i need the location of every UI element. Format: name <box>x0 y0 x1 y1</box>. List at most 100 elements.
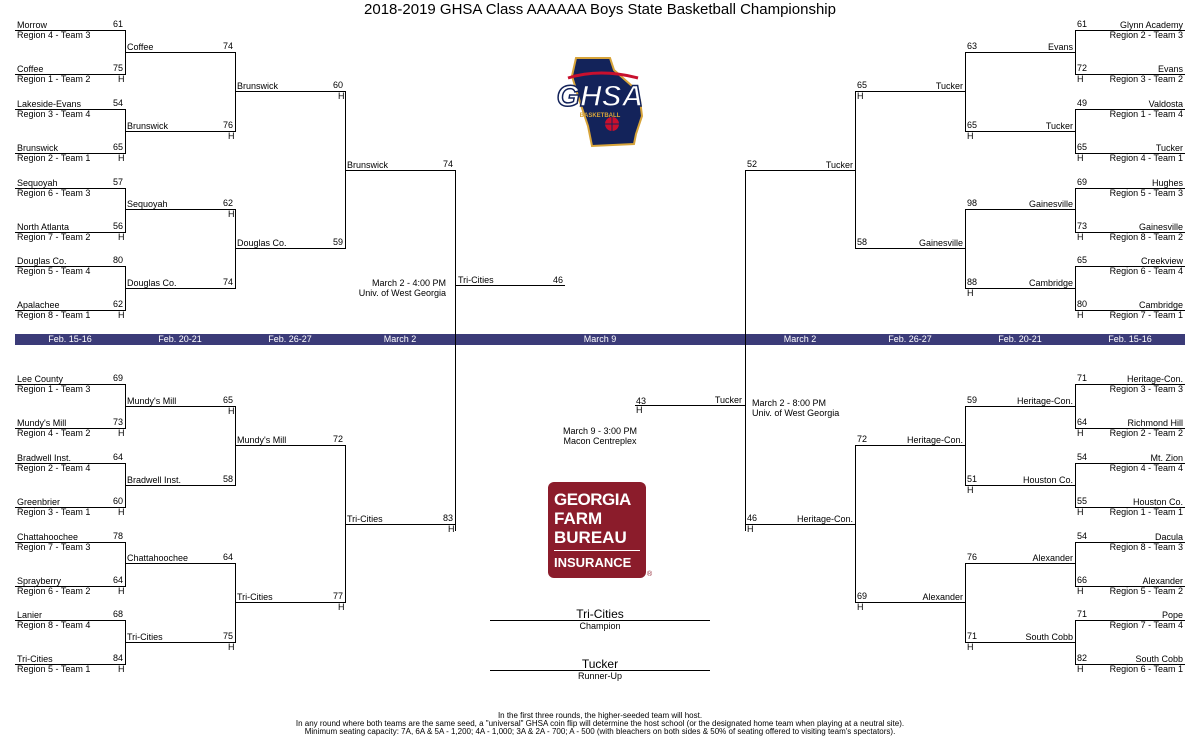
bracket-line <box>965 209 966 289</box>
r1-team-score: 66 <box>1077 575 1088 585</box>
r4-team-name: Tri-Cities <box>347 514 383 524</box>
champion-label: Champion <box>579 621 621 631</box>
bracket-line <box>1075 153 1185 154</box>
final-info-time: March 9 - 3:00 PM <box>562 426 638 436</box>
r3-team-score: 59 <box>333 237 344 247</box>
r3-team-name: Brunswick <box>237 81 279 91</box>
bracket-line <box>235 52 236 132</box>
bracket-line <box>15 463 125 464</box>
r2-team-score: 58 <box>223 474 234 484</box>
final-info-venue: Macon Centreplex <box>563 436 637 446</box>
team-seed: Region 8 - Team 4 <box>17 620 91 630</box>
bracket-line <box>965 209 1075 210</box>
r2-team-score: 64 <box>223 552 234 562</box>
bracket-line <box>125 406 235 407</box>
r2-team-score: 98 <box>967 198 978 208</box>
team-seed: Region 7 - Team 4 <box>1109 620 1183 630</box>
r1-team-score: 84 <box>113 653 124 663</box>
r1-team-name: Lee County <box>17 374 64 384</box>
bracket-line <box>1075 384 1185 385</box>
bracket-line <box>125 188 126 233</box>
r1-team-name: Greenbrier <box>17 497 61 507</box>
host-mark: H <box>1077 664 1084 674</box>
bracket-line <box>235 445 345 446</box>
r3-team-score: 72 <box>333 434 344 444</box>
bracket-line <box>345 524 455 525</box>
r3-team-score: 72 <box>857 434 868 444</box>
team-seed: Region 4 - Team 1 <box>1109 153 1183 163</box>
round-date-label: Feb. 26-27 <box>268 334 312 344</box>
bracket-line <box>15 384 125 385</box>
round-date-label: Feb. 20-21 <box>998 334 1042 344</box>
team-seed: Region 7 - Team 3 <box>17 542 91 552</box>
bracket-line <box>455 170 456 531</box>
round-date-label: March 9 <box>583 334 617 344</box>
team-seed: Region 5 - Team 1 <box>17 664 91 674</box>
bracket-line <box>15 664 125 665</box>
r1-team-score: 73 <box>1077 221 1088 231</box>
r1-team-score: 65 <box>1077 255 1088 265</box>
semi-right-winner-score: 43 <box>636 396 647 406</box>
bracket-line <box>965 563 966 643</box>
round-date-label: Feb. 20-21 <box>158 334 202 344</box>
bracket-line <box>235 406 236 486</box>
r2-team-name: Evans <box>1047 42 1073 52</box>
ghsa-logo-subtext: BASKETBALL <box>580 113 621 119</box>
team-seed: Region 2 - Team 1 <box>17 153 91 163</box>
r2-team-name: Coffee <box>127 42 154 52</box>
bracket-line <box>1075 188 1076 233</box>
host-mark: H <box>967 288 974 298</box>
team-seed: Region 6 - Team 3 <box>17 188 91 198</box>
runnerup-label: Runner-Up <box>577 671 623 681</box>
r1-team-name: Valdosta <box>1148 99 1183 109</box>
round-date-label: Feb. 15-16 <box>48 334 92 344</box>
r2-team-score: 65 <box>223 395 234 405</box>
r1-team-score: 69 <box>1077 177 1088 187</box>
r1-team-name: Heritage-Con. <box>1126 374 1183 384</box>
bracket-line <box>235 602 345 603</box>
sponsor-line-bureau: BUREAU <box>554 528 627 547</box>
r1-team-score: 56 <box>113 221 124 231</box>
bracket-line <box>1075 232 1185 233</box>
r3-team-score: 69 <box>857 591 868 601</box>
team-seed: Region 2 - Team 3 <box>1109 30 1183 40</box>
r2-team-name: Bradwell Inst. <box>127 475 182 485</box>
r1-team-score: 65 <box>1077 142 1088 152</box>
r1-team-name: Alexander <box>1142 576 1183 586</box>
host-mark: H <box>228 209 235 219</box>
bracket-line <box>235 209 236 289</box>
bracket-line <box>125 563 235 564</box>
r2-team-name: Alexander <box>1032 553 1073 563</box>
semi-left-info-venue: Univ. of West Georgia <box>358 288 446 298</box>
round-date-label: Feb. 15-16 <box>1108 334 1152 344</box>
r3-team-score: 65 <box>857 80 868 90</box>
host-mark: H <box>228 131 235 141</box>
bracket-line <box>745 170 855 171</box>
r1-team-name: Apalachee <box>17 300 60 310</box>
r1-team-name: Mundy's Mill <box>17 418 67 428</box>
page-title: 2018-2019 GHSA Class AAAAAA Boys State B… <box>364 1 836 18</box>
r1-team-name: Houston Co. <box>1132 497 1183 507</box>
note-line-1: In the first three rounds, the higher-se… <box>497 711 703 720</box>
host-mark: H <box>1077 586 1084 596</box>
host-mark: H <box>967 131 974 141</box>
r2-team-name: Brunswick <box>127 121 169 131</box>
team-seed: Region 4 - Team 3 <box>17 30 91 40</box>
host-mark: H <box>636 405 643 415</box>
bracket-line <box>855 248 965 249</box>
r2-team-name: Douglas Co. <box>127 278 177 288</box>
bracket-line <box>1075 620 1076 665</box>
bracket-line <box>125 209 235 210</box>
r1-team-score: 55 <box>1077 496 1088 506</box>
r1-team-score: 72 <box>1077 63 1088 73</box>
r2-team-score: 76 <box>223 120 234 130</box>
host-mark: H <box>228 642 235 652</box>
bracket-line <box>125 642 235 643</box>
bracket-line <box>15 188 125 189</box>
sponsor-line-farm: FARM <box>554 509 603 528</box>
bracket-line <box>15 109 125 110</box>
bracket-line <box>855 602 965 603</box>
bracket-line <box>1075 30 1076 75</box>
bracket-line <box>1075 74 1185 75</box>
bracket-line <box>855 91 856 249</box>
